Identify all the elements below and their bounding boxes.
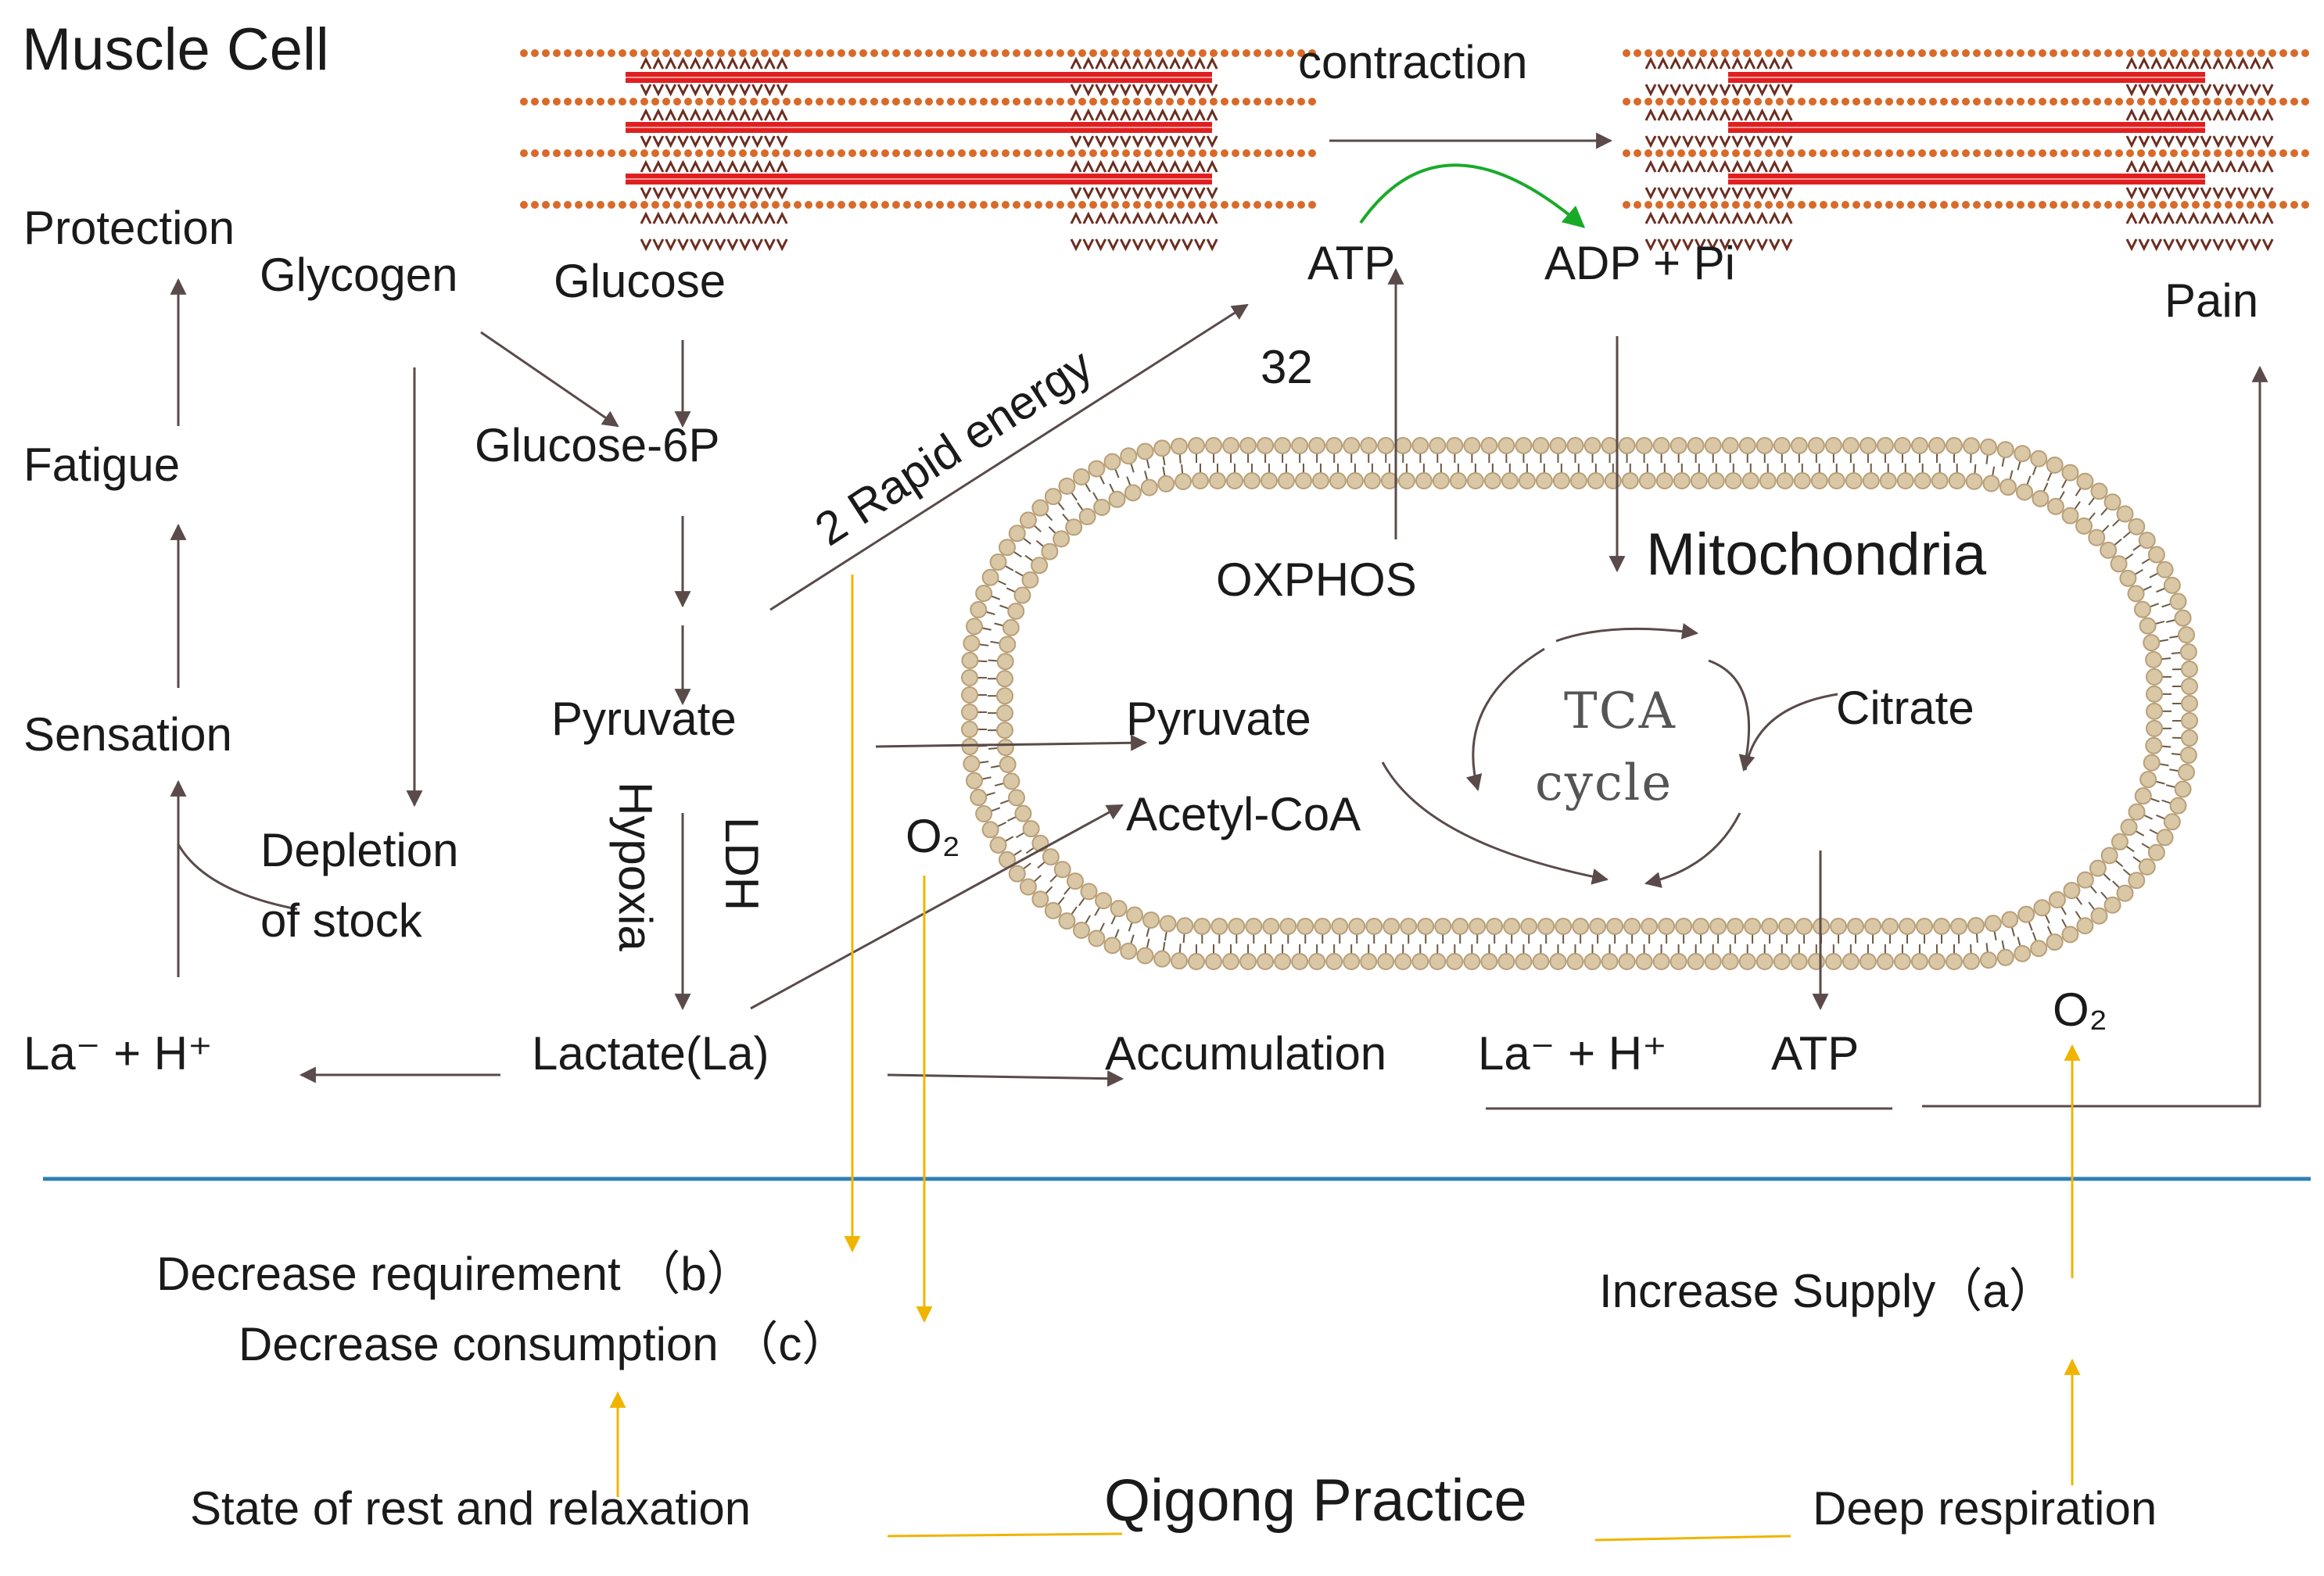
depletion-label: Depletion: [260, 824, 459, 876]
glycogen-to-g6p-arrow: [480, 331, 619, 428]
lactate-to-acetylcoa-arrow: [750, 804, 1124, 1010]
acetylcoa-to-tca-arrow: [1381, 761, 1609, 885]
depletion-curve: [177, 844, 298, 911]
accumulation-label: Accumulation: [1105, 1027, 1387, 1080]
qigong-arrows: [609, 575, 2081, 1542]
atp-count-label: 32: [1261, 341, 1313, 393]
atp-top-label: ATP: [1307, 237, 1396, 289]
qigong-label: Qigong Practice: [1104, 1467, 1527, 1534]
la-h-right-label: La⁻ + H⁺: [1478, 1027, 1667, 1080]
contraction-label: contraction: [1298, 36, 1528, 88]
page-title: Muscle Cell: [22, 16, 329, 83]
mitochondria-label: Mitochondria: [1646, 521, 1987, 588]
glycogen-label: Glycogen: [260, 249, 458, 301]
mito-pyruvate-label: Pyruvate: [1126, 693, 1311, 745]
qigong-left-line: [887, 1532, 1123, 1538]
o2-right-label: O₂: [2053, 983, 2107, 1036]
rapid-energy-label: 2 Rapid energy: [806, 338, 1102, 556]
pain-arrow: [1922, 365, 2268, 1108]
glucose-6p-label: Glucose-6P: [475, 419, 720, 471]
pyruvate-label: Pyruvate: [551, 693, 737, 745]
oxphos-label: OXPHOS: [1216, 553, 1417, 606]
pyruvate-into-mito-arrow: [875, 734, 1148, 751]
la-h-left-label: La⁻ + H⁺: [23, 1027, 213, 1080]
protection-label: Protection: [23, 202, 235, 254]
glucose-label: Glucose: [554, 255, 726, 307]
pathway-arrows: [170, 132, 2268, 1110]
mitochondria-membrane: [961, 437, 2198, 970]
adp-pi-label: ADP + Pi: [1544, 237, 1736, 289]
atp-bottom-label: ATP: [1771, 1027, 1860, 1080]
sarcomere-contracted: [1623, 49, 2309, 252]
acetyl-coa-label: Acetyl-CoA: [1126, 788, 1361, 840]
lactate-label: Lactate(La): [532, 1027, 769, 1080]
state-rest-label: State of rest and relaxation: [190, 1482, 751, 1535]
rapid-energy-arrow: [769, 303, 1249, 611]
lactate-to-accumulation-arrow: [887, 1070, 1124, 1087]
ldh-label: LDH: [715, 817, 768, 912]
fatigue-label: Fatigue: [23, 439, 181, 491]
decrease-consumption-label: Decrease consumption （c）: [238, 1318, 849, 1370]
tca-label: TCA: [1564, 682, 1677, 740]
increase-supply-label: Increase Supply（a）: [1599, 1265, 2056, 1317]
pain-label: Pain: [2164, 274, 2259, 327]
sarcomere-relaxed: [520, 49, 1316, 252]
atp-consumption-arrow: [1359, 163, 1586, 228]
depletion-label-2: of stock: [260, 894, 422, 947]
sensation-label: Sensation: [23, 708, 232, 761]
hypoxia-label: Hypoxia: [609, 782, 662, 951]
decrease-requirement-label: Decrease requirement （b）: [156, 1248, 754, 1300]
qigong-right-line: [1594, 1535, 1791, 1542]
citrate-connector: [1744, 693, 1838, 771]
deep-respiration-label: Deep respiration: [1813, 1482, 2157, 1535]
citrate-label: Citrate: [1836, 682, 1974, 734]
tca-cycle-label: cycle: [1535, 754, 1673, 812]
o2-left-label: O₂: [906, 810, 960, 862]
